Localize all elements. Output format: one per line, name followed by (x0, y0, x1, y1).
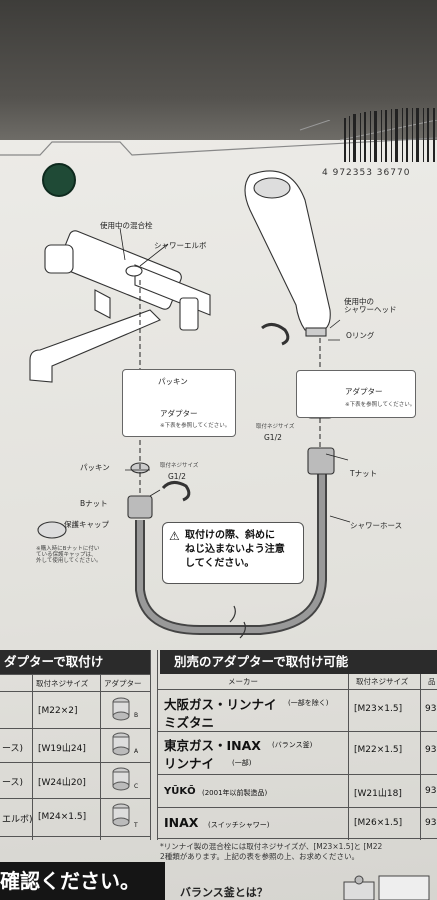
label-t-nut: Tナット (350, 469, 378, 478)
adapter-left-callout (122, 369, 236, 437)
label-adapter-right-note: ※下表を参照してください。 (345, 402, 416, 408)
protect-cap-icon (37, 521, 67, 539)
bottom-right-heading: バランス釜とは？ (180, 886, 268, 899)
right-table-footnote: *リンナイ製の混合栓には取付ネジサイズが、[M23×1.5]と [M22 2種類… (160, 842, 383, 861)
label-thread-size-left-caption: 取付ネジサイズ (160, 463, 199, 469)
warning-icon: ⚠ (169, 529, 180, 543)
label-packing-top: パッキン (158, 377, 188, 386)
installation-diagram (29, 170, 351, 639)
adapter-a-icon (112, 732, 130, 756)
warning-box: ⚠ 取付けの際、斜めに ねじ込まないよう注意 してください。 (162, 522, 304, 584)
adapter-c-icon (112, 767, 130, 791)
label-b-nut: Bナット (80, 499, 108, 508)
left-table-header-adapter: アダプター (104, 679, 142, 688)
label-mixing-faucet: 使用中の混合栓 (100, 221, 153, 230)
adapter-t-icon (112, 803, 130, 827)
right-table-header-part: 品 (428, 677, 436, 686)
label-shower-head: 使用中の シャワーヘッド (344, 297, 397, 315)
tray-outline (0, 120, 437, 156)
barcode-icon (344, 108, 435, 162)
right-table-header-size: 取付ネジサイズ (356, 677, 409, 686)
left-table-title: ダプターで取付け (0, 650, 150, 674)
right-table-header-maker: メーカー (228, 677, 258, 686)
warning-text: 取付けの際、斜めに ねじ込まないよう注意 してください。 (185, 530, 285, 569)
mixing-faucet-icon (29, 309, 161, 383)
label-shower-hose: シャワーホース (350, 521, 403, 530)
label-o-ring: Oリング (346, 331, 375, 340)
label-shower-elbow: シャワーエルボ (154, 241, 207, 250)
shower-head-icon (244, 170, 331, 333)
right-table-title: 別売のアダプターで取付け可能 (160, 650, 437, 674)
label-packing-bottom: パッキン (80, 463, 110, 472)
label-adapter-left-note: ※下表を参照してください。 (160, 423, 231, 429)
rotate-arrow-icon (161, 481, 191, 502)
rotate-arrow-icon (261, 323, 290, 346)
label-thread-size-right: G1/2 (264, 433, 282, 442)
bottom-left-heading: 確認ください。 (0, 862, 165, 900)
label-thread-size-right-caption: 取付ネジサイズ (256, 424, 295, 430)
hang-hole-icon (42, 163, 76, 197)
left-table-header-size: 取付ネジサイズ (36, 679, 89, 688)
barcode-number: 4 972353 36770 (322, 168, 411, 178)
label-adapter-left: アダプター (160, 409, 198, 418)
adapter-right-callout (296, 370, 416, 418)
bath-heater-icon (343, 875, 430, 900)
label-adapter-right: アダプター (345, 387, 383, 396)
label-protect-cap: 保護キャップ (64, 520, 109, 529)
label-thread-size-left: G1/2 (168, 472, 186, 481)
adapter-b-icon (112, 697, 130, 721)
label-protect-cap-note: ※購入時にBナットに付い ている保護キャップは、 外して使用してください。 (36, 546, 102, 565)
